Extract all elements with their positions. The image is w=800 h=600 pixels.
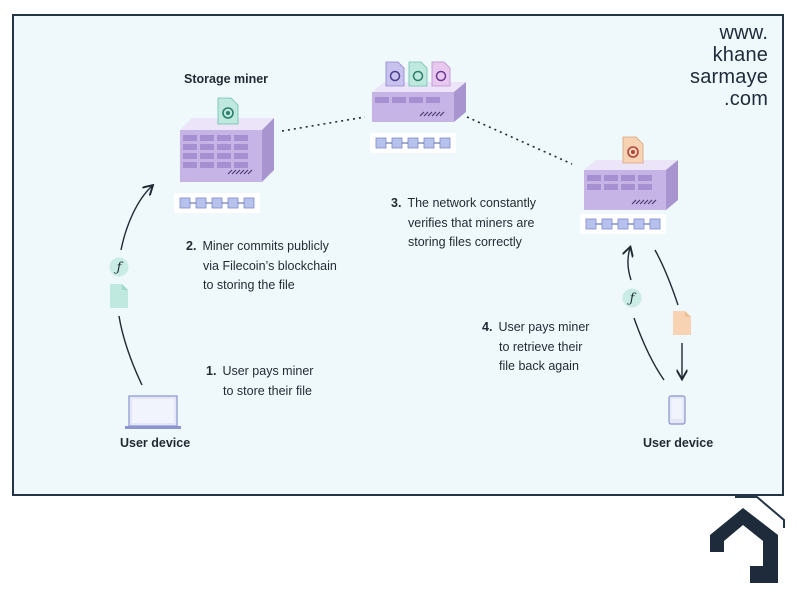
khanesarmaye-logo bbox=[710, 508, 778, 583]
filecoin-icon: ƒ bbox=[622, 288, 642, 308]
user-device-left-label: User device bbox=[120, 436, 191, 450]
step-3: 3. The network constantly verifies that m… bbox=[391, 194, 536, 253]
step-text-line: storing files correctly bbox=[408, 235, 522, 249]
step-number: 4. bbox=[482, 320, 493, 334]
watermark-line: www. bbox=[719, 22, 769, 44]
step-text-line: verifies that miners are bbox=[408, 215, 535, 230]
step-text-line: User pays miner bbox=[222, 364, 314, 378]
arrow-payment-up bbox=[628, 248, 665, 381]
arrow-file-down-upper bbox=[654, 249, 679, 306]
step-text-line: The network constantly bbox=[407, 196, 536, 210]
svg-text:ƒ: ƒ bbox=[114, 261, 124, 276]
step-text-line: to store their file bbox=[223, 383, 312, 398]
watermark-line: .com bbox=[723, 88, 769, 110]
step-text-line: via Filecoin’s blockchain bbox=[203, 258, 337, 273]
arrow-upload-lower bbox=[118, 315, 143, 386]
step-text-line: to storing the file bbox=[203, 278, 295, 292]
file-icon bbox=[673, 311, 691, 335]
arrow-upload-upper bbox=[120, 186, 152, 251]
step-text-line: to retrieve their bbox=[499, 339, 583, 354]
storage-miner-label: Storage miner bbox=[184, 72, 269, 86]
network-link-right bbox=[466, 116, 573, 165]
phone-icon bbox=[668, 395, 686, 425]
step-number: 2. bbox=[186, 239, 197, 253]
step-number: 3. bbox=[391, 196, 402, 210]
blockchain-icon bbox=[174, 193, 260, 213]
user-device-right-label: User device bbox=[643, 436, 714, 450]
certificate-icon bbox=[622, 136, 644, 164]
step-text-line: file back again bbox=[499, 359, 579, 373]
network-link-left bbox=[281, 116, 366, 132]
retrieval-server bbox=[584, 160, 678, 210]
certificate-icon bbox=[408, 61, 428, 87]
filecoin-icon: ƒ bbox=[109, 257, 129, 277]
step-text-line: User pays miner bbox=[498, 320, 590, 334]
step-2: 2. Miner commits publicly via Filecoin’s … bbox=[186, 237, 337, 296]
step-text-line: Miner commits publicly bbox=[202, 239, 329, 253]
blockchain-icon bbox=[580, 214, 666, 234]
network-server bbox=[372, 82, 466, 122]
panel-corner-flourish bbox=[735, 496, 785, 528]
svg-text:ƒ: ƒ bbox=[627, 292, 637, 307]
certificate-icon bbox=[217, 97, 239, 125]
watermark-line: sarmaye bbox=[690, 66, 769, 88]
certificate-icon bbox=[431, 61, 451, 87]
step-number: 1. bbox=[206, 364, 217, 378]
blockchain-icon bbox=[370, 133, 456, 153]
step-1: 1. User pays miner to store their file bbox=[206, 362, 313, 401]
watermark-line: khane bbox=[712, 44, 769, 66]
step-4: 4. User pays miner to retrieve their file… bbox=[482, 318, 589, 377]
laptop-icon bbox=[125, 395, 181, 429]
certificate-icon bbox=[385, 61, 405, 87]
file-icon bbox=[110, 284, 128, 308]
watermark-url: www. khane sarmaye .com bbox=[690, 22, 768, 110]
storage-miner-server bbox=[180, 118, 274, 182]
